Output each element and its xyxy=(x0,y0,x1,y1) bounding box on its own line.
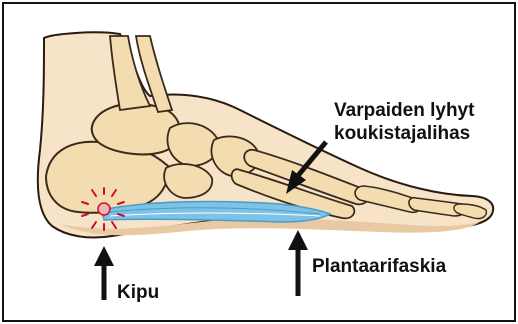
label-plantar-fascia: Plantaarifaskia xyxy=(312,257,446,276)
up-arrow-icon xyxy=(288,230,308,296)
up-arrow-icon xyxy=(94,246,114,300)
label-muscle-line1: Varpaiden lyhyt xyxy=(334,101,474,120)
label-muscle-line2: koukistajalihas xyxy=(334,124,470,143)
label-pain: Kipu xyxy=(117,283,159,302)
